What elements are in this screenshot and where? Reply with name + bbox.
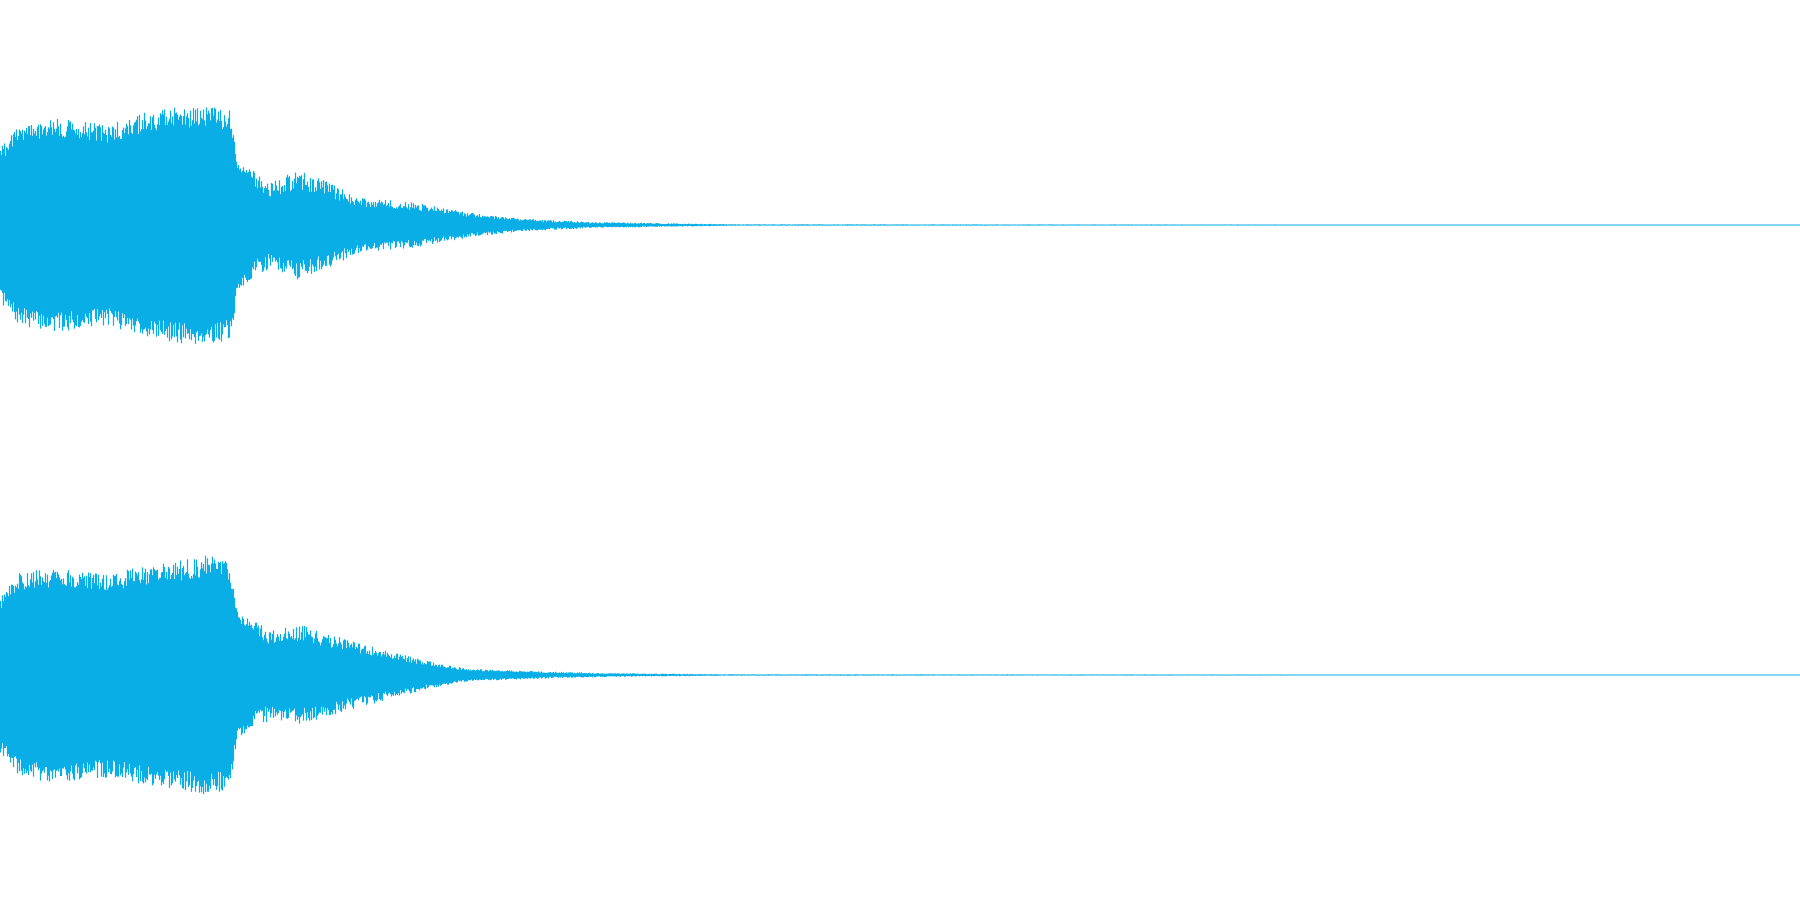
channel-right-waveform: [0, 555, 1800, 794]
channel-amplitude: [0, 107, 1800, 344]
channel-left-waveform: [0, 107, 1800, 344]
channel-amplitude: [0, 555, 1800, 794]
